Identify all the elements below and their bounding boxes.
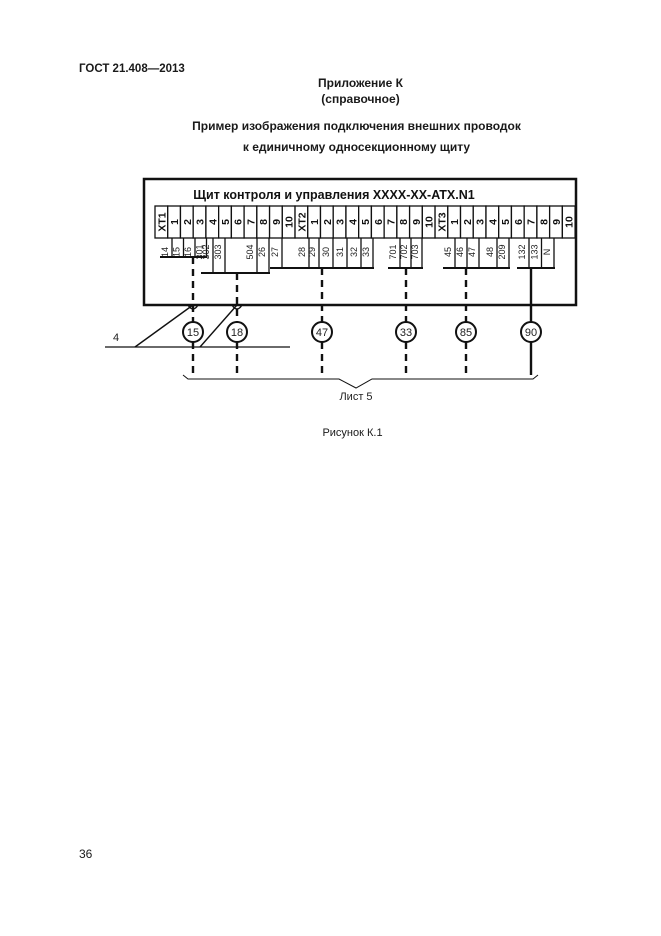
terminal-number: 2 <box>182 219 194 225</box>
terminal-number: 1 <box>169 219 181 225</box>
cable-number: 90 <box>525 327 537 339</box>
cable-number: 18 <box>231 327 243 339</box>
terminal-number: 7 <box>526 219 538 225</box>
cable-marker <box>395 321 417 343</box>
leader-line <box>134 304 194 348</box>
wire-number: 701 <box>388 244 398 259</box>
wire-number: 28 <box>297 247 307 257</box>
wire-number: 702 <box>399 244 409 259</box>
terminal-number: 5 <box>360 219 372 225</box>
terminal-number: 10 <box>564 216 576 228</box>
terminal-number: 7 <box>245 219 257 225</box>
cable-entry-mark <box>187 304 243 310</box>
terminal-number: 2 <box>462 219 474 225</box>
wire-number: 303 <box>213 244 223 259</box>
wire-number: 16 <box>183 247 193 257</box>
wire-number: 504 <box>245 244 255 259</box>
wire-number: 703 <box>410 244 420 259</box>
terminal-number: 4 <box>207 219 219 225</box>
terminal-block-name: XT3 <box>436 212 448 231</box>
terminal-number: 8 <box>258 219 270 225</box>
cable-number: 15 <box>187 327 199 339</box>
terminal-number: 2 <box>322 219 334 225</box>
callout-label: 4 <box>113 332 119 344</box>
figure-title-line-2: к единичному односекционному щиту <box>242 140 471 154</box>
cable-marker <box>182 321 204 343</box>
wire-number: 47 <box>467 247 477 257</box>
standard-number: ГОСТ 21.408—2013 <box>79 63 185 75</box>
cable-marker <box>311 321 333 343</box>
appendix-title: Приложение К <box>318 76 403 90</box>
cable-marker <box>226 321 248 343</box>
wire-number: 132 <box>517 244 527 259</box>
terminal-number: 6 <box>233 219 245 225</box>
terminal-block-name: XT2 <box>296 212 308 231</box>
figure-caption: Рисунок К.1 <box>322 427 383 439</box>
figure-title-line-1: Пример изображения подключения внешних п… <box>192 119 521 133</box>
terminal-number: 7 <box>386 219 398 225</box>
terminal-number: 3 <box>195 219 207 225</box>
wire-number: 26 <box>257 247 267 257</box>
wire-number: 301 <box>195 244 205 259</box>
wire-number: 31 <box>335 247 345 257</box>
cable-number: 85 <box>460 327 472 339</box>
sheet-bracket <box>182 374 539 389</box>
panel-frame <box>142 177 578 307</box>
wire-number: 133 <box>530 244 540 259</box>
page-number: 36 <box>79 847 93 861</box>
terminal-block-name: XT1 <box>156 212 168 231</box>
terminal-number: 1 <box>449 219 461 225</box>
leader-line <box>199 304 238 348</box>
wire-number: 209 <box>497 244 507 259</box>
terminal-number: 8 <box>538 219 550 225</box>
appendix-note: (справочное) <box>321 92 400 106</box>
terminal-number: 6 <box>373 219 385 225</box>
terminal-number: 3 <box>475 219 487 225</box>
terminal-number: 5 <box>220 219 232 225</box>
terminal-number: 9 <box>271 219 283 225</box>
cable-number: 33 <box>400 327 412 339</box>
wire-number: 33 <box>361 247 371 257</box>
terminal-number: 10 <box>284 216 296 228</box>
terminal-number: 9 <box>411 219 423 225</box>
panel-title: Щит контроля и управления XXXX-XX-ATX.N1 <box>193 188 474 202</box>
wire-number: 302 <box>201 244 211 259</box>
terminal-number: 4 <box>487 219 499 225</box>
terminal-number: 6 <box>513 219 525 225</box>
wire-number: N <box>542 249 552 256</box>
terminal-number: 8 <box>398 219 410 225</box>
terminal-number: 9 <box>551 219 563 225</box>
terminal-number: 10 <box>424 216 436 228</box>
cable-marker <box>520 321 542 343</box>
terminal-number: 1 <box>309 219 321 225</box>
terminal-number: 3 <box>335 219 347 225</box>
wire-number: 45 <box>443 247 453 257</box>
wire-number: 30 <box>321 247 331 257</box>
wire-number: 32 <box>349 247 359 257</box>
terminal-number: 5 <box>500 219 512 225</box>
sheet-reference: Лист 5 <box>339 391 372 403</box>
wire-number: 48 <box>485 247 495 257</box>
terminal-cell <box>561 205 576 239</box>
wire-number: 27 <box>270 247 280 257</box>
wire-number: 15 <box>172 247 182 257</box>
terminal-number: 4 <box>347 219 359 225</box>
wire-number: 29 <box>307 247 317 257</box>
wire-number: 46 <box>455 247 465 257</box>
cable-number: 47 <box>316 327 328 339</box>
cable-marker <box>455 321 477 343</box>
wire-number: 14 <box>160 247 170 257</box>
